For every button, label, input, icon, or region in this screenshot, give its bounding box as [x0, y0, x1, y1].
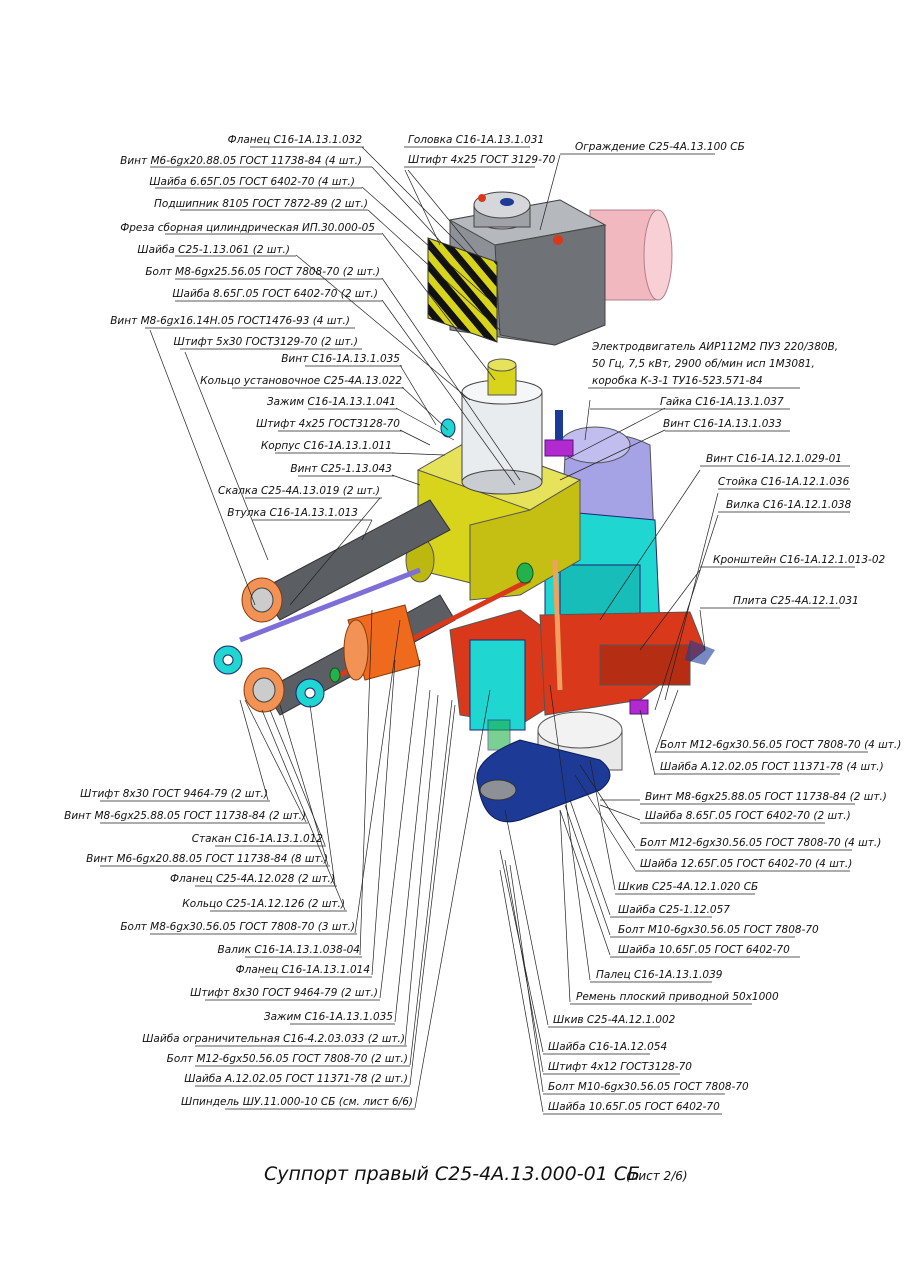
label-washer-10-b: Шайба 10.65Г.05 ГОСТ 6402-70 — [548, 1101, 720, 1113]
label-screw-m8-25-r: Винт М8-6gх25.88.05 ГОСТ 11738-84 (2 шт.… — [645, 791, 887, 803]
part-labels: Фланец С16-1А.13.1.032 Винт М6-6gх20.88.… — [64, 134, 901, 1115]
assembly-illustration — [213, 191, 715, 823]
label-bolt-m8-30: Болт М8-6gх30.56.05 ГОСТ 7808-70 (3 шт.) — [120, 921, 355, 933]
milling-cutter-part — [461, 358, 543, 495]
label-bolt-m10-30-b: Болт М10-6gх30.56.05 ГОСТ 7808-70 — [548, 1081, 749, 1093]
label-pin-4x12: Штифт 4х12 ГОСТ3128-70 — [548, 1061, 692, 1073]
label-screw-m6-8: Винт М6-6gх20.88.05 ГОСТ 11738-84 (8 шт.… — [86, 853, 328, 865]
spindle-bracket-part — [449, 609, 715, 751]
label-flange-014: Фланец С16-1А.13.1.014 — [236, 964, 370, 976]
label-shaft: Валик С16-1А.13.1.038-04 — [218, 944, 360, 956]
label-cup: Стакан С16-1А.13.1.012 — [192, 833, 324, 845]
end-flanges-part — [213, 577, 325, 713]
label-screw-m8-16: Винт М8-6gх16.14Н.05 ГОСТ1476-93 (4 шт.) — [110, 315, 350, 327]
label-bolt-m12-50: Болт М12-6gх50.56.05 ГОСТ 7808-70 (2 шт.… — [167, 1053, 408, 1065]
label-belt: Ремень плоский приводной 50х1000 — [576, 991, 779, 1003]
label-rod: Скалка С25-4А.13.019 (2 шт.) — [218, 485, 380, 497]
label-washer-a12-b: Шайба А.12.02.05 ГОСТ 11371-78 (2 шт.) — [184, 1073, 408, 1085]
label-pin-8x30-a: Штифт 8х30 ГОСТ 9464-79 (2 шт.) — [80, 788, 268, 800]
label-screw-m6-4: Винт М6-6gх20.88.05 ГОСТ 11738-84 (4 шт.… — [120, 155, 362, 167]
label-post: Стойка С16-1А.12.1.036 — [718, 476, 850, 488]
label-fork: Вилка С16-1А.12.1.038 — [726, 499, 852, 511]
label-screw-c16-033: Винт С16-1А.13.1.033 — [663, 418, 782, 430]
label-pin-4x25-a: Штифт 4х25 ГОСТ3128-70 — [256, 418, 400, 430]
label-washer-6: Шайба 6.65Г.05 ГОСТ 6402-70 (4 шт.) — [149, 176, 355, 188]
label-screw-c25-043: Винт С25-1.13.043 — [290, 463, 392, 475]
label-washer-8: Шайба 8.65Г.05 ГОСТ 6402-70 (2 шт.) — [172, 288, 378, 300]
label-bearing: Подшипник 8105 ГОСТ 7872-89 (2 шт.) — [154, 198, 368, 210]
sheet-number: (лист 2/6) — [626, 1169, 688, 1183]
label-setting-ring: Кольцо установочное С25-4А.13.022 — [200, 375, 402, 387]
label-head: Головка С16-1А.13.1.031 — [408, 134, 544, 146]
label-washer-10-a: Шайба 10.65Г.05 ГОСТ 6402-70 — [618, 944, 790, 956]
small-green-parts — [329, 418, 534, 683]
label-flange-1: Фланец С16-1А.13.1.032 — [228, 134, 363, 146]
label-clamp-041: Зажим С16-1А.13.1.041 — [267, 396, 396, 408]
label-clamp-035: Зажим С16-1А.13.1.035 — [264, 1011, 393, 1023]
label-washer-a12-a: Шайба А.12.02.05 ГОСТ 11371-78 (4 шт.) — [660, 761, 884, 773]
sleeve-part — [343, 604, 421, 681]
label-motor-line3: коробка К-3-1 ТУ16-523.571-84 — [592, 375, 763, 387]
label-body: Корпус С16-1А.13.1.011 — [261, 440, 392, 452]
label-milling-cutter: Фреза сборная цилиндрическая ИП.30.000-0… — [120, 222, 375, 234]
label-motor-line1: Электродвигатель АИР112М2 ПУЗ 220/380В, — [591, 341, 838, 353]
label-plate: Плита С25-4А.12.1.031 — [733, 595, 859, 607]
label-washer-12: Шайба 12.65Г.05 ГОСТ 6402-70 (4 шт.) — [640, 858, 852, 870]
label-bracket: Кронштейн С16-1А.12.1.013-02 — [713, 554, 886, 566]
label-bolt-m10-30-a: Болт М10-6gх30.56.05 ГОСТ 7808-70 — [618, 924, 819, 936]
label-bolt-m12-30-a: Болт М12-6gх30.56.05 ГОСТ 7808-70 (4 шт.… — [660, 739, 901, 751]
label-bolt-m8-25: Болт М8-6gх25.56.05 ГОСТ 7808-70 (2 шт.) — [145, 266, 380, 278]
label-pin-4x25-b: Штифт 4х25 ГОСТ 3129-70 — [408, 154, 556, 166]
label-guard: Ограждение С25-4А.13.100 СБ — [575, 141, 745, 153]
label-spindle: Шпиндель ШУ.11.000-10 СБ (см. лист 6/6) — [181, 1096, 413, 1108]
label-finger: Палец С16-1А.13.1.039 — [596, 969, 723, 981]
label-pulley-020: Шкив С25-4А.12.1.020 СБ — [618, 881, 758, 893]
guard-part — [589, 209, 673, 301]
label-washer-c25-057: Шайба С25-1.12.057 — [618, 904, 730, 916]
label-screw-c16-035: Винт С16-1А.13.1.035 — [281, 353, 400, 365]
label-pulley-002: Шкив С25-4А.12.1.002 — [553, 1014, 676, 1026]
label-pin-8x30-b: Штифт 8х30 ГОСТ 9464-79 (2 шт.) — [190, 987, 378, 999]
head-housing-part — [448, 191, 607, 346]
label-nut: Гайка С16-1А.13.1.037 — [660, 396, 784, 408]
label-bushing: Втулка С16-1А.13.1.013 — [227, 507, 358, 519]
leader-lines — [149, 146, 719, 1113]
label-screw-029-01: Винт С16-1А.12.1.029-01 — [706, 453, 842, 465]
drawing-title: Суппорт правый С25-4А.13.000-01 СБ — [264, 1163, 640, 1185]
label-ring-c25: Кольцо С25-1А.12.126 (2 шт.) — [182, 898, 345, 910]
label-bolt-m12-30-b: Болт М12-6gх30.56.05 ГОСТ 7808-70 (4 шт.… — [640, 837, 881, 849]
label-pin-5x30: Штифт 5х30 ГОСТ3129-70 (2 шт.) — [173, 336, 358, 348]
striped-flange-part — [427, 237, 498, 343]
label-limit-washer: Шайба ограничительная С16-4.2.03.033 (2 … — [142, 1033, 405, 1045]
label-motor-line2: 50 Гц, 7,5 кВт, 2900 об/мин исп 1М3081, — [592, 358, 815, 370]
small-purple-parts — [544, 410, 649, 715]
label-flange-c25: Фланец С25-4А.12.028 (2 шт.) — [170, 873, 335, 885]
pulleys-belt-part — [476, 711, 623, 823]
label-washer-8-r: Шайба 8.65Г.05 ГОСТ 6402-70 (2 шт.) — [645, 810, 851, 822]
label-washer-c25: Шайба С25-1.13.061 (2 шт.) — [137, 244, 290, 256]
label-screw-m8-25-l: Винт М8-6gх25.88.05 ГОСТ 11738-84 (2 шт.… — [64, 810, 306, 822]
label-washer-c16-054: Шайба С16-1А.12.054 — [548, 1041, 667, 1053]
